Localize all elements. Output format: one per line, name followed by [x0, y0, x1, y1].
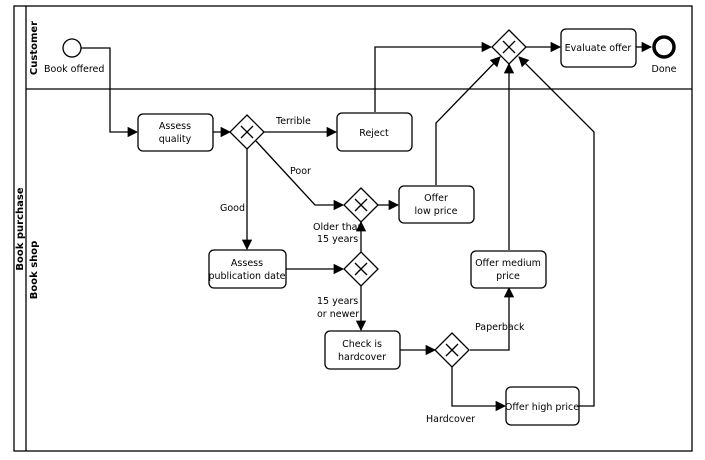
label-newer-line1: 15 years — [317, 296, 358, 307]
lane-label-book-shop: Book shop — [29, 241, 40, 300]
task-check-hardcover-line2: hardcover — [338, 352, 386, 363]
task-offer-low-price[interactable]: Offer low price — [398, 185, 475, 224]
lane-customer: Customer — [26, 21, 692, 90]
gateway-final-merge[interactable] — [491, 29, 527, 65]
task-offer-high-price[interactable]: Offer high price — [505, 386, 580, 426]
gateway-cover-type[interactable] — [434, 332, 470, 368]
lane-label-customer: Customer — [29, 21, 40, 75]
gateway-low-price-merge[interactable] — [343, 187, 379, 223]
flow-start-to-assess-quality — [81, 47, 139, 138]
flow-offer-high-to-merge — [518, 56, 595, 407]
label-paperback: Paperback — [475, 322, 525, 333]
task-offer-medium-line2: price — [496, 271, 520, 282]
pool-label: Book purchase — [15, 187, 26, 270]
task-evaluate-offer-label: Evaluate offer — [565, 43, 632, 54]
flow-labels: Terrible Poor Good Older than 15 years 1… — [220, 116, 525, 425]
label-hardcover: Hardcover — [426, 414, 475, 425]
flow-hardcover-to-offer-high — [451, 367, 507, 412]
task-offer-high-label: Offer high price — [505, 402, 579, 413]
flow-paperback-to-offer-medium — [470, 286, 515, 351]
end-event-label: Done — [652, 64, 677, 75]
label-good: Good — [220, 203, 245, 214]
sequence-flows — [81, 41, 653, 412]
flow-offer-low-to-merge — [435, 56, 501, 185]
task-offer-medium-price[interactable]: Offer medium price — [470, 250, 547, 289]
task-check-hardcover-line1: Check is — [342, 339, 382, 350]
start-event-label: Book offered — [44, 64, 104, 75]
flow-poor-to-gateway — [255, 140, 345, 211]
task-reject-label: Reject — [359, 128, 389, 139]
pool-book-purchase: Book purchase — [13, 5, 693, 452]
flow-reject-to-merge — [374, 41, 493, 112]
task-assess-quality-line2: quality — [159, 134, 192, 145]
task-assess-pub-line1: Assess — [231, 258, 263, 269]
task-reject[interactable]: Reject — [336, 112, 413, 152]
gateway-publication-date[interactable] — [343, 251, 379, 287]
task-offer-low-line2: low price — [415, 206, 458, 217]
lane-book-shop: Book shop — [29, 241, 40, 300]
task-assess-publication-date[interactable]: Assess publication date — [208, 249, 287, 289]
task-assess-quality[interactable]: Assess quality — [137, 113, 214, 152]
label-newer-line2: or newer — [317, 309, 359, 320]
start-event[interactable]: Book offered — [44, 38, 104, 75]
label-poor: Poor — [290, 166, 311, 177]
task-offer-medium-line1: Offer medium — [475, 258, 541, 269]
label-terrible: Terrible — [275, 116, 311, 127]
label-older-line1: Older than — [313, 222, 364, 233]
task-assess-pub-line2: publication date — [208, 271, 285, 282]
task-offer-low-line1: Offer — [424, 193, 448, 204]
task-check-hardcover[interactable]: Check is hardcover — [324, 330, 401, 370]
task-evaluate-offer[interactable]: Evaluate offer — [560, 28, 637, 68]
end-event[interactable]: Done — [652, 35, 677, 75]
gateway-quality[interactable] — [229, 114, 265, 150]
task-assess-quality-line1: Assess — [159, 121, 191, 132]
label-older-line2: 15 years — [317, 234, 358, 245]
